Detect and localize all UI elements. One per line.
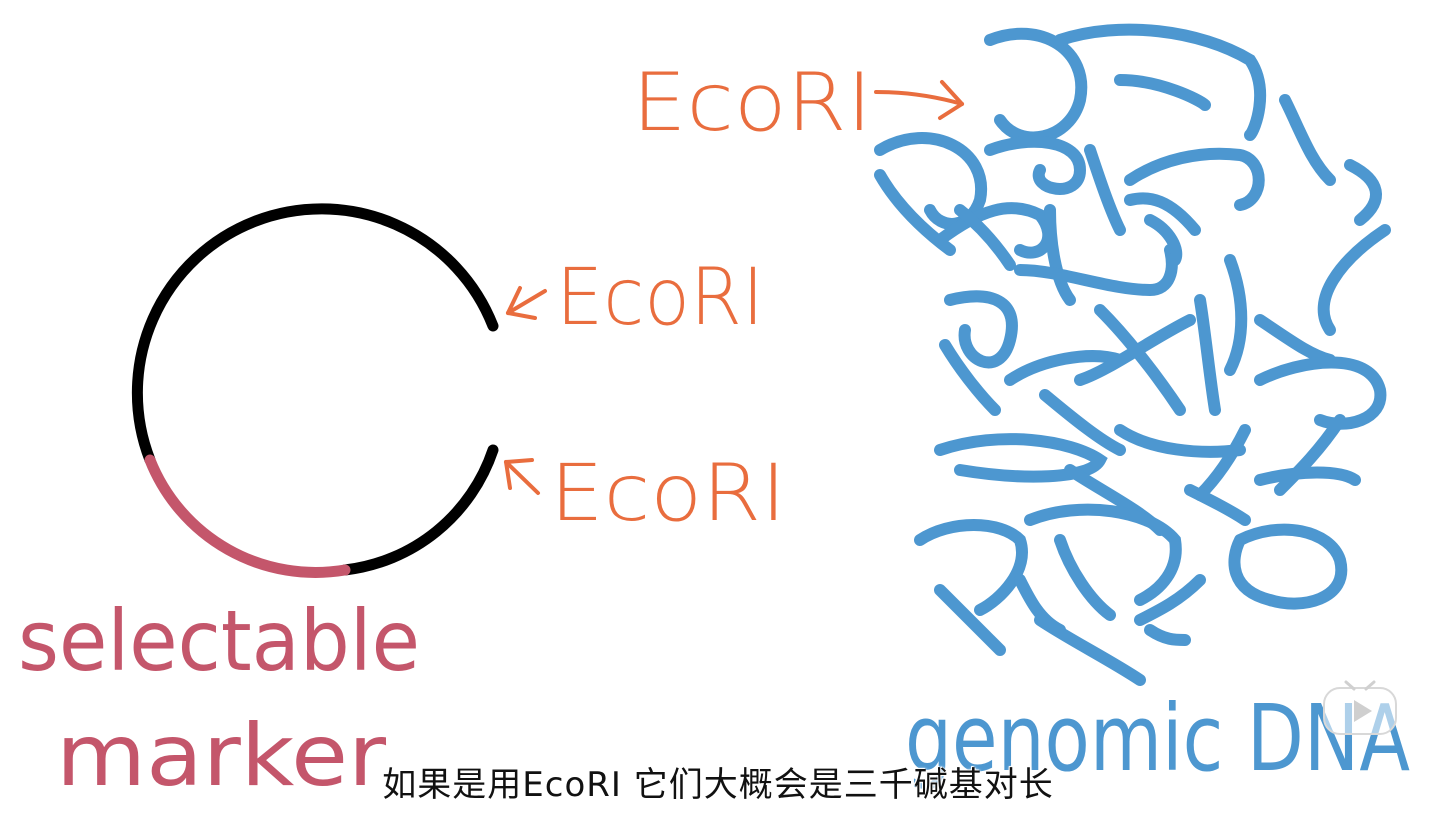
ecori-label-lower: EcoRI xyxy=(550,449,786,539)
play-icon xyxy=(1323,680,1397,735)
arrow-icon xyxy=(874,80,964,120)
plasmid-backbone-lower xyxy=(339,444,499,576)
selectable-label: selectable xyxy=(18,592,420,690)
selectable-marker-segment xyxy=(144,454,351,578)
arrow-icon xyxy=(504,458,540,495)
plasmid-backbone xyxy=(131,203,499,466)
video-subtitle: 如果是用EcoRI 它们大概会是三千碱基对长 xyxy=(382,765,1054,805)
genomic-dna-tangle xyxy=(874,23,1391,686)
arrow-icon xyxy=(506,286,547,320)
marker-label: marker xyxy=(56,706,387,806)
ecori-label-upper: EcoRI xyxy=(556,253,764,343)
ecori-label-genomic: EcoRI xyxy=(632,56,872,149)
